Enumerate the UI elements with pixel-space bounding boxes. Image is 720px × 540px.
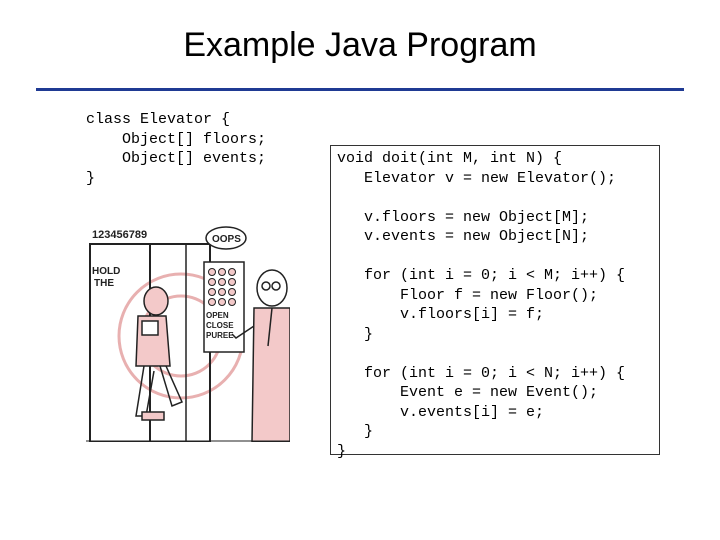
hold-the-sign-icon: HOLD THE [92,266,120,289]
elevator-cartoon-illustration: 123456789 HOLD THE OOPS OPEN CLOSE PUREE [86,216,290,442]
panel-line3: PUREE [206,331,234,340]
slide-title: Example Java Program [183,26,537,64]
man-with-glasses-icon [231,269,290,442]
panel-line1: OPEN [206,311,229,320]
method-code-box: void doit(int M, int N) { Elevator v = n… [330,145,660,460]
squeezed-person-icon [135,286,184,421]
floor-indicator: 123456789 [92,229,147,241]
title-underline [36,88,684,91]
speech-bubble-icon: OOPS [205,226,247,250]
doit-method-code: void doit(int M, int N) { Elevator v = n… [337,150,626,460]
speech-bubble-text: OOPS [212,234,241,245]
elevator-class-code: class Elevator { Object[] floors; Object… [86,111,267,187]
panel-line2: CLOSE [206,321,234,330]
door-sign-line1: HOLD [92,266,120,277]
control-panel-icon: OPEN CLOSE PUREE [203,261,245,353]
door-sign-line2: THE [94,278,114,289]
